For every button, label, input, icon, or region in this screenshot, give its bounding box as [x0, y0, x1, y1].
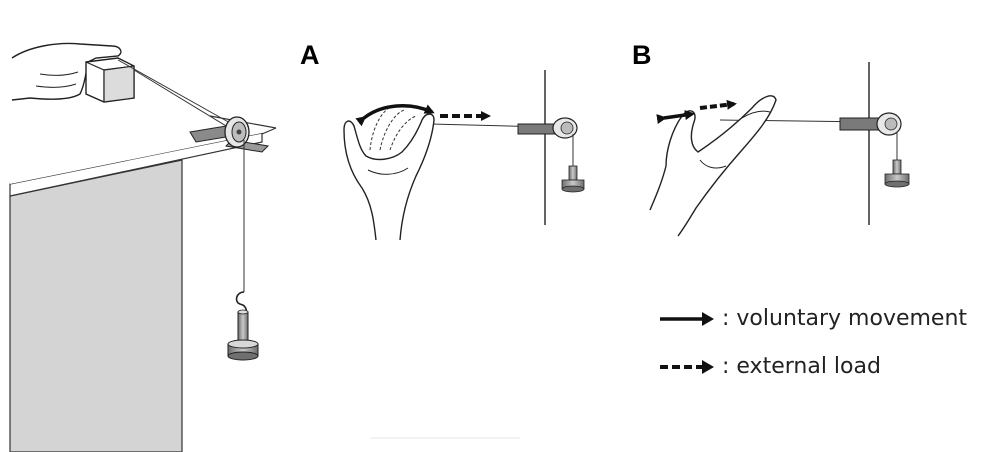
pulley-b-icon: [839, 112, 902, 136]
hanging-weight-icon: [227, 291, 259, 361]
dashed-arrow-icon: [660, 359, 714, 374]
table-side-face: [9, 159, 183, 452]
legend-external-load: : external load: [658, 354, 881, 379]
panel-a-label: A: [300, 40, 320, 70]
load-arrow-b-icon: [699, 99, 737, 110]
thumb-flexion-arrow-icon: [355, 104, 435, 127]
legend-external-text: : external load: [722, 354, 881, 379]
weight-b-icon: [884, 159, 910, 188]
panel-a-diagram: [343, 70, 585, 241]
index-abduction-arrow-icon: [656, 110, 695, 124]
weight-a-icon: [561, 165, 585, 193]
setup-overview: [9, 42, 277, 452]
pulley-icon: [189, 116, 270, 153]
hand-thumb-icon: [343, 105, 435, 241]
pulley-a-icon: [517, 117, 578, 139]
panel-b-diagram: [649, 62, 910, 237]
hand-index-icon: [649, 95, 777, 237]
legend-voluntary-movement: : voluntary movement: [658, 306, 967, 331]
legend-voluntary-text: : voluntary movement: [722, 306, 968, 331]
panel-b-label: B: [632, 40, 652, 70]
hand-pushing-block-icon: [11, 42, 135, 103]
solid-arrow-icon: [660, 311, 714, 326]
